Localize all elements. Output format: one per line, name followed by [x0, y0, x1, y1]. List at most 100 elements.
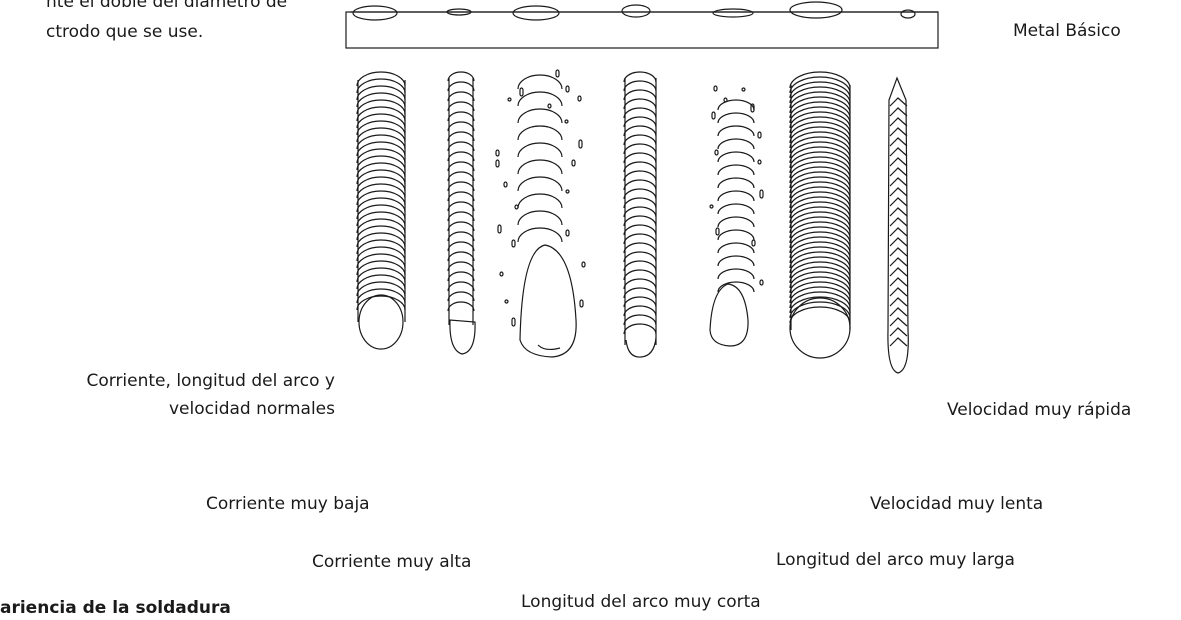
bead-ripple [518, 160, 562, 174]
bead-ripple [890, 298, 907, 306]
bead-very-slow [790, 72, 850, 358]
bead-ripple [890, 238, 907, 246]
spatter-speck [716, 228, 719, 235]
bead-ripple [790, 142, 850, 158]
bead-ripple [518, 177, 562, 191]
bead-ripple [790, 287, 850, 303]
spatter-speck [505, 300, 508, 303]
bead-ripple [790, 297, 850, 313]
spatter-speck [724, 98, 727, 102]
bead-ripple [790, 237, 850, 253]
spatter-speck [578, 96, 581, 101]
spatter-speck [556, 70, 559, 77]
bead-ripple [790, 302, 850, 318]
bead-ripple [890, 198, 907, 206]
spatter-speck [760, 280, 763, 285]
label-short-arc: Longitud del arco muy corta [521, 590, 761, 614]
bead-ripple [790, 87, 850, 103]
bead-ripple [518, 194, 562, 208]
bead-ripple [518, 109, 562, 123]
bead-ripple [890, 328, 907, 336]
bead-ripple [790, 217, 850, 233]
bead-ripple [890, 128, 907, 136]
spatter-speck [508, 98, 511, 101]
bead-ripple [448, 292, 474, 301]
plate-bead [790, 2, 842, 18]
bead-ripple [890, 148, 907, 156]
bead-short-arc [624, 72, 656, 357]
bead-ripple [718, 139, 754, 149]
bead-ripple [448, 142, 474, 151]
bead-ripple [790, 187, 850, 203]
plate-bead [713, 9, 753, 17]
spatter-speck [714, 86, 717, 91]
bead-ripple [790, 122, 850, 138]
bead-ripple [790, 192, 850, 208]
bead-ripple [890, 308, 907, 316]
bead-ripple [790, 152, 850, 168]
bead-ripple [448, 302, 474, 311]
spatter-speck [515, 205, 518, 209]
bead-ripple [448, 192, 474, 201]
bead-high-current [518, 75, 576, 357]
bead-ripple [890, 98, 907, 106]
bead-ripple [790, 72, 850, 88]
bead-ripple [790, 127, 850, 143]
bead-ripple [790, 157, 850, 173]
label-normal-line-1: Corriente, longitud del arco y [10, 369, 335, 393]
bead-normal [357, 72, 405, 349]
bead-ripple [448, 152, 474, 161]
bead-ripple [890, 258, 907, 266]
bead-ripple [448, 212, 474, 221]
spatter-speck [752, 240, 755, 246]
bead-ripple [448, 172, 474, 181]
label-long-arc: Longitud del arco muy larga [776, 548, 1015, 572]
bead-ripple [790, 212, 850, 228]
bead-ripple [790, 232, 850, 248]
bead-ripple [790, 97, 850, 113]
bead-ripple [448, 112, 474, 121]
bead-ripple [448, 202, 474, 211]
bead-ripple [790, 112, 850, 128]
plate-beads [350, 2, 938, 20]
bead-ripple [890, 208, 907, 216]
bead-long-arc [710, 100, 754, 346]
bead-ripple [790, 207, 850, 223]
caption: ariencia de la soldadura [0, 596, 231, 620]
spatter-speck [520, 88, 523, 96]
bead-ripple [718, 113, 754, 123]
bead-ripple [718, 126, 754, 136]
bead-ripple [448, 162, 474, 171]
spatter-speck [580, 300, 583, 307]
spatter-speck [498, 225, 501, 233]
bead-ripple [790, 117, 850, 133]
bead-ripple [890, 228, 907, 236]
label-high-current: Corriente muy alta [312, 550, 471, 574]
bead-ripple [448, 252, 474, 261]
bead-ripple [718, 165, 754, 175]
base-metal-plate [346, 12, 938, 48]
bead-ripple [790, 102, 850, 118]
bead-ripple [518, 143, 562, 157]
bead-ripple [718, 100, 754, 110]
bead-ripple [790, 252, 850, 268]
bead-ripple [790, 272, 850, 288]
bead-ripple [718, 243, 754, 253]
spatter-speck [710, 205, 713, 208]
bead-ripple [890, 118, 907, 126]
label-very-fast: Velocidad muy rápida [947, 398, 1131, 422]
bead-crater-detail [538, 345, 560, 349]
bead-ripple [790, 182, 850, 198]
bead-ripple [448, 182, 474, 191]
bead-ripple [718, 178, 754, 188]
bead-crater [710, 284, 748, 346]
bead-ripple [890, 138, 907, 146]
spatter-speck [566, 190, 569, 193]
bead-ripple [448, 102, 474, 111]
bead-ripple [790, 197, 850, 213]
label-very-slow: Velocidad muy lenta [870, 492, 1043, 516]
bead-ripple [890, 338, 907, 346]
bead-ripple [718, 191, 754, 201]
bead-ripple [790, 222, 850, 238]
